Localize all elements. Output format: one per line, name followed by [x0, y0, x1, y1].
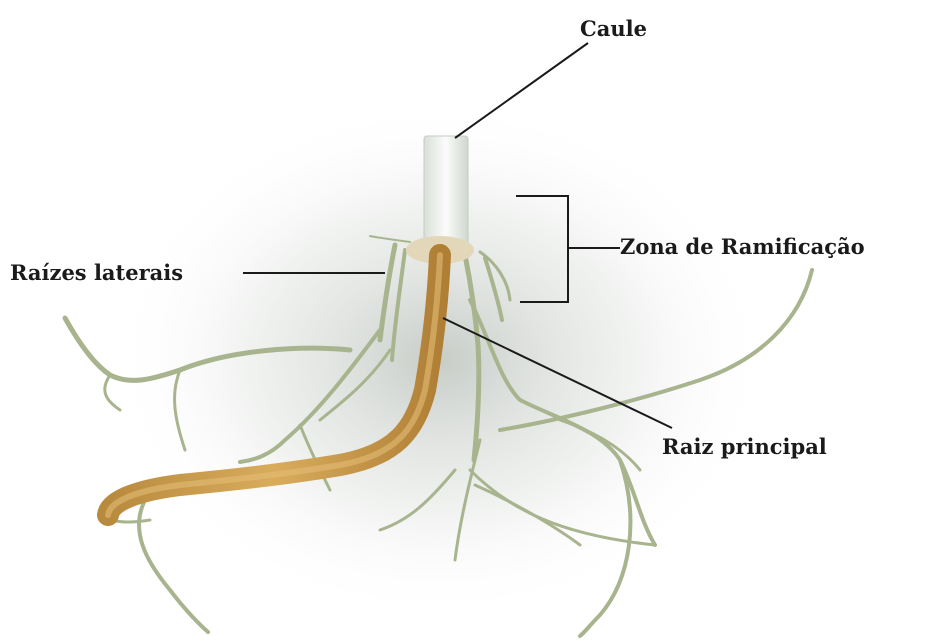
- stem: [424, 136, 468, 244]
- label-caule: Caule: [580, 18, 647, 39]
- label-raiz-principal: Raiz principal: [662, 436, 827, 457]
- label-raizes-laterais: Raízes laterais: [10, 262, 183, 283]
- label-zona-ramificacao: Zona de Ramificação: [620, 236, 865, 257]
